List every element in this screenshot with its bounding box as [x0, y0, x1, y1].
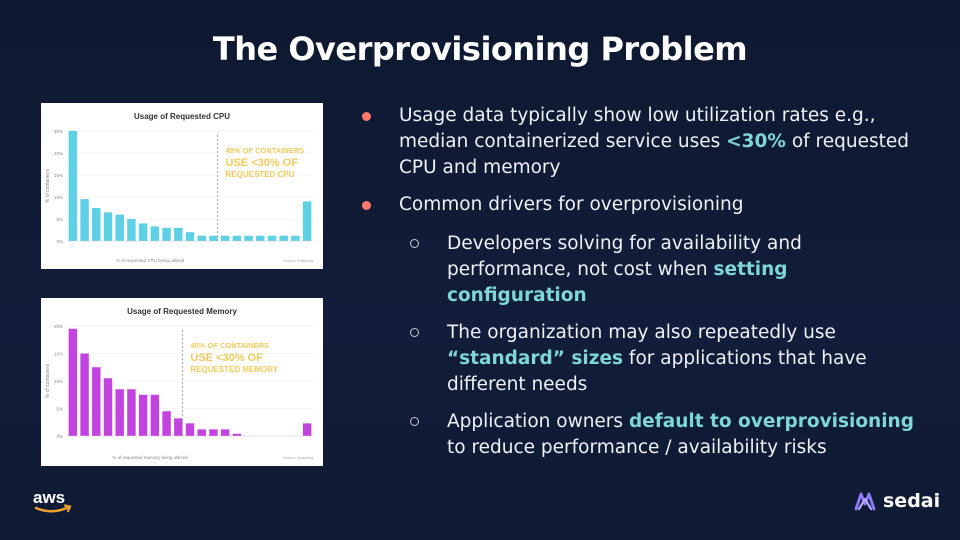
y-tick-label: 5%	[56, 407, 63, 412]
cpu-bar	[291, 235, 300, 241]
cpu-bar	[174, 227, 183, 241]
mem-bar	[92, 367, 101, 436]
mem-bar	[103, 378, 113, 436]
mem-bar	[302, 423, 312, 436]
y-axis-label: % of containers	[45, 168, 51, 203]
cpu-bar	[103, 212, 113, 241]
cpu-usage-chart: Usage of Requested CPU 25% 20% 15% 10% 5% 0% % …	[41, 103, 323, 269]
source-label: Source: Datadog	[283, 258, 313, 263]
callout-text: 45% OF CONTAINERS	[190, 341, 269, 350]
x-axis-label: % of requested CPU being utilized	[116, 258, 185, 263]
cpu-bar	[302, 201, 312, 241]
y-tick-label: 0%	[56, 434, 63, 439]
highlight-text: “standard” sizes	[447, 348, 624, 369]
bullet-text: of requested CPU and memory	[399, 131, 909, 178]
bullet-text: for applications that have different nee…	[447, 348, 867, 395]
cpu-bar	[279, 235, 288, 241]
mem-bar	[115, 389, 124, 436]
chart-title: Usage of Requested CPU	[134, 112, 230, 121]
cpu-bar	[220, 235, 230, 241]
callout-text: REQUESTED CPU	[226, 170, 295, 179]
cpu-bar	[80, 199, 89, 241]
mem-bar	[80, 353, 89, 436]
bullet-text: to reduce performance / availability ris…	[447, 437, 827, 458]
aws-logo: aws	[32, 487, 76, 519]
mem-bar	[232, 433, 242, 436]
aws-logo-icon: aws	[33, 488, 72, 513]
x-axis-label: % of requested memory being utilized	[112, 455, 188, 460]
mem-bar	[220, 429, 230, 436]
sub-bullet-standard-sizes: The organization may also repeatedly use…	[362, 320, 922, 398]
y-tick-label: 10%	[54, 195, 63, 200]
mem-bar	[174, 418, 183, 436]
y-tick-label: 10%	[54, 379, 63, 384]
cpu-bar	[209, 235, 218, 241]
slide-title: The Overprovisioning Problem	[212, 30, 748, 68]
cpu-bar	[185, 232, 195, 241]
mem-bar	[209, 429, 218, 436]
bullet-text: Common drivers for overprovisioning	[399, 194, 744, 215]
sedai-logo-icon	[854, 492, 876, 511]
y-tick-label: 25%	[54, 129, 63, 134]
highlight-text: default to overprovisioning	[628, 411, 914, 432]
aws-logo-text: aws	[33, 488, 65, 507]
cpu-bar	[68, 131, 78, 241]
highlight-text: setting configuration	[447, 259, 788, 306]
bullet-text: Usage data typically show low utilizatio…	[399, 105, 876, 152]
mem-bar	[150, 394, 160, 436]
y-tick-label: 15%	[54, 173, 63, 178]
chart-title: Usage of Requested Memory	[127, 307, 237, 316]
bullet-common-drivers: Common drivers for overprovisioning	[362, 192, 922, 218]
cpu-bar	[115, 214, 124, 241]
cpu-bar	[197, 235, 206, 241]
y-tick-label: 0%	[56, 239, 63, 244]
cpu-bar	[232, 235, 242, 241]
bullet-text: The organization may also repeatedly use	[447, 322, 836, 343]
cpu-bar	[256, 235, 265, 241]
sedai-logo-text: sedai	[883, 490, 941, 512]
sedai-logo: sedai	[853, 490, 940, 512]
source-label: Source: Datadog	[283, 455, 313, 460]
sub-bullet-developers: Developers solving for availability and …	[362, 231, 922, 309]
mem-bar	[162, 411, 171, 436]
cpu-bar	[267, 235, 277, 241]
mem-bar	[68, 328, 78, 436]
memory-usage-chart: Usage of Requested Memory 20% 15% 10% 5% 0% % …	[41, 298, 323, 466]
bullet-text: Application owners	[447, 411, 629, 432]
cpu-usage-chart-svg: Usage of Requested CPU 25% 20% 15% 10% 5% 0% % …	[45, 112, 313, 263]
mem-bar	[127, 389, 136, 436]
cpu-bar	[244, 235, 253, 241]
y-tick-label: 15%	[54, 352, 63, 357]
hollow-bullet-icon	[410, 417, 419, 426]
memory-usage-chart-svg: Usage of Requested Memory 20% 15% 10% 5% 0% % …	[45, 307, 313, 460]
coral-bullet-icon	[362, 201, 371, 210]
cpu-bar	[92, 208, 101, 241]
hollow-bullet-icon	[410, 239, 419, 248]
callout-text: REQUESTED MEMORY	[190, 365, 278, 374]
cpu-bar	[162, 227, 171, 241]
callout-text: USE <30% OF	[190, 352, 263, 364]
mem-bar	[197, 429, 206, 436]
cpu-bar	[150, 226, 160, 241]
y-tick-label: 5%	[56, 217, 63, 222]
bullet-text: Developers solving for availability and …	[447, 233, 802, 280]
sub-bullet-app-owners: Application owners default to overprovis…	[362, 409, 922, 461]
bullet-usage-data: Usage data typically show low utilizatio…	[362, 103, 922, 181]
coral-bullet-icon	[362, 112, 371, 121]
y-axis-label: % of containers	[45, 363, 51, 398]
mem-bar	[138, 394, 148, 436]
cpu-bar	[127, 219, 136, 241]
highlight-text: <30%	[726, 131, 786, 152]
y-tick-label: 20%	[54, 324, 63, 329]
bullet-list: Usage data typically show low utilizatio…	[362, 103, 922, 461]
callout-text: 49% OF CONTAINERS	[226, 146, 305, 155]
mem-bar	[185, 423, 195, 436]
callout-text: USE <30% OF	[226, 157, 299, 169]
y-tick-label: 20%	[54, 151, 63, 156]
hollow-bullet-icon	[410, 328, 419, 337]
cpu-bar	[138, 223, 148, 241]
